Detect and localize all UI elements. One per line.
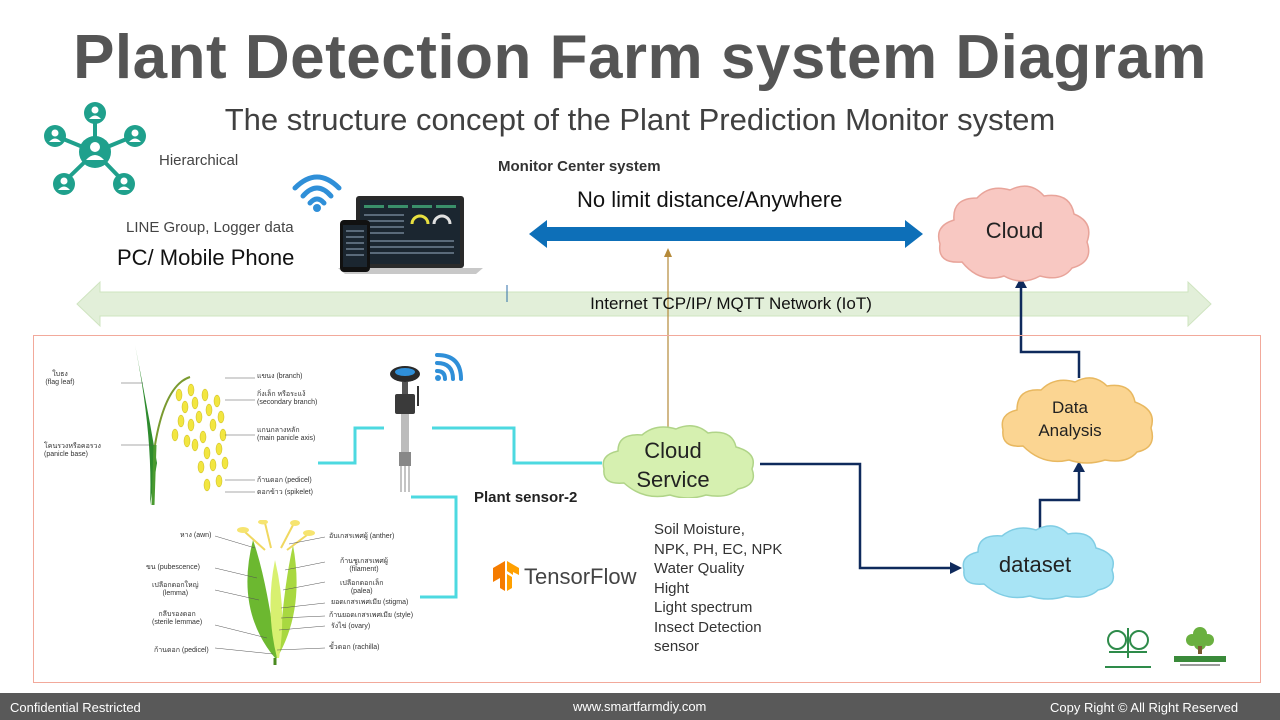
field-panel (33, 335, 1261, 683)
label-palea: เปลือกดอกเล็ก(palea) (340, 580, 384, 595)
pc-mobile-label: PC/ Mobile Phone (117, 245, 295, 270)
monitor-center-label: Monitor Center system (498, 158, 661, 175)
label-rachilla: ขั้วดอก (rachilla) (329, 644, 380, 651)
footer-bar: Confidential Restricted www.smartfarmdiy… (0, 693, 1280, 720)
cloud-label: Cloud (985, 218, 1044, 243)
dataset-cloud-shape (962, 525, 1115, 600)
sensor-item: Soil Moisture, (654, 521, 745, 538)
label-lemma: เปลือกดอกใหญ่(lemma) (152, 582, 199, 597)
sensor-item: NPK, PH, EC, NPK (654, 540, 783, 558)
hierarchical-label: Hierarchical (159, 152, 239, 169)
label-ovary: รังไข่ (ovary) (331, 623, 371, 630)
smart-ai-solution-logo (1105, 628, 1151, 668)
label-style: ก้านยอดเกสรเพศเมีย (style) (329, 612, 414, 619)
monitor-arrow (529, 220, 923, 248)
label-flag-leaf: ใบธง(flag leaf) (45, 371, 75, 386)
rice-panicle-illustration (121, 345, 255, 506)
label-filament: ก้านชูเกสรเพศผู้(filament) (340, 558, 388, 573)
label-anther: อับเกสรเพศผู้ (anther) (329, 533, 395, 540)
page-title: Plant Detection Farm system Diagram (73, 23, 1207, 92)
line-group-label: LINE Group, Logger data (126, 219, 294, 236)
laptop-phone-dashboard-icon (338, 196, 483, 274)
label-branch: แขนง (branch) (257, 373, 303, 380)
label-pedicel-top: ก้านดอก (pedicel) (257, 477, 312, 484)
sensor-item: sensor (654, 638, 700, 655)
footer-confidential: Confidential Restricted (10, 700, 141, 715)
label-main-axis: แกนกลางหลัก(main panicle axis) (257, 427, 316, 442)
label-spikelet: ดอกข้าว (spikelet) (257, 489, 313, 496)
no-limit-label: No limit distance/Anywhere (577, 187, 843, 212)
label-pubescence: ขน (pubescence) (146, 564, 200, 571)
sensor-item: Water Quality (654, 560, 745, 577)
hierarchy-network-icon (44, 102, 146, 195)
label-stigma: ยอดเกสรเพศเมีย (stigma) (331, 599, 409, 606)
sensor-item: Insect Detection (654, 618, 762, 636)
tensorflow-label: TensorFlow (524, 564, 637, 589)
tensorflow-icon (493, 561, 519, 591)
sensor-wifi-icon (435, 353, 463, 381)
page-subtitle: The structure concept of the Plant Predi… (224, 102, 1056, 137)
data-analysis-cloud-shape (1001, 377, 1154, 464)
footer-website-link[interactable]: www.smartfarmdiy.com (573, 699, 707, 714)
cloud-shape (937, 185, 1090, 282)
network-label: Internet TCP/IP/ MQTT Network (IoT) (590, 294, 872, 313)
cloud-service-shape (602, 425, 755, 498)
dataset-label: dataset (998, 552, 1072, 577)
label-pedicel-bottom: ก้านดอก (pedicel) (154, 647, 209, 654)
label-sterile-lemmae: กลีบรองดอก(sterile lemmae) (152, 611, 203, 626)
sensor-item: Light spectrum (654, 599, 753, 616)
footer-copyright: Copy Right © All Right Reserved (1050, 700, 1239, 715)
label-panicle-base: โคนรวงหรือคอรวง(panicle base) (44, 443, 101, 458)
label-secondary-branch: กิ่งเล็ก หรือระแง้(secondary branch) (257, 391, 318, 406)
wifi-icon (292, 174, 342, 212)
sensor-list: Soil Moisture, NPK, PH, EC, NPK Water Qu… (654, 520, 782, 657)
plant-sensor-device-icon (390, 366, 420, 492)
smartfarmdiy-logo (1174, 627, 1226, 666)
label-awn: หาง (awn) (180, 532, 212, 539)
sensor-item: Hight (654, 579, 690, 597)
plant-sensor-label: Plant sensor-2 (474, 489, 578, 506)
rice-flower-illustration (215, 520, 325, 665)
network-arrow (76, 280, 1212, 328)
